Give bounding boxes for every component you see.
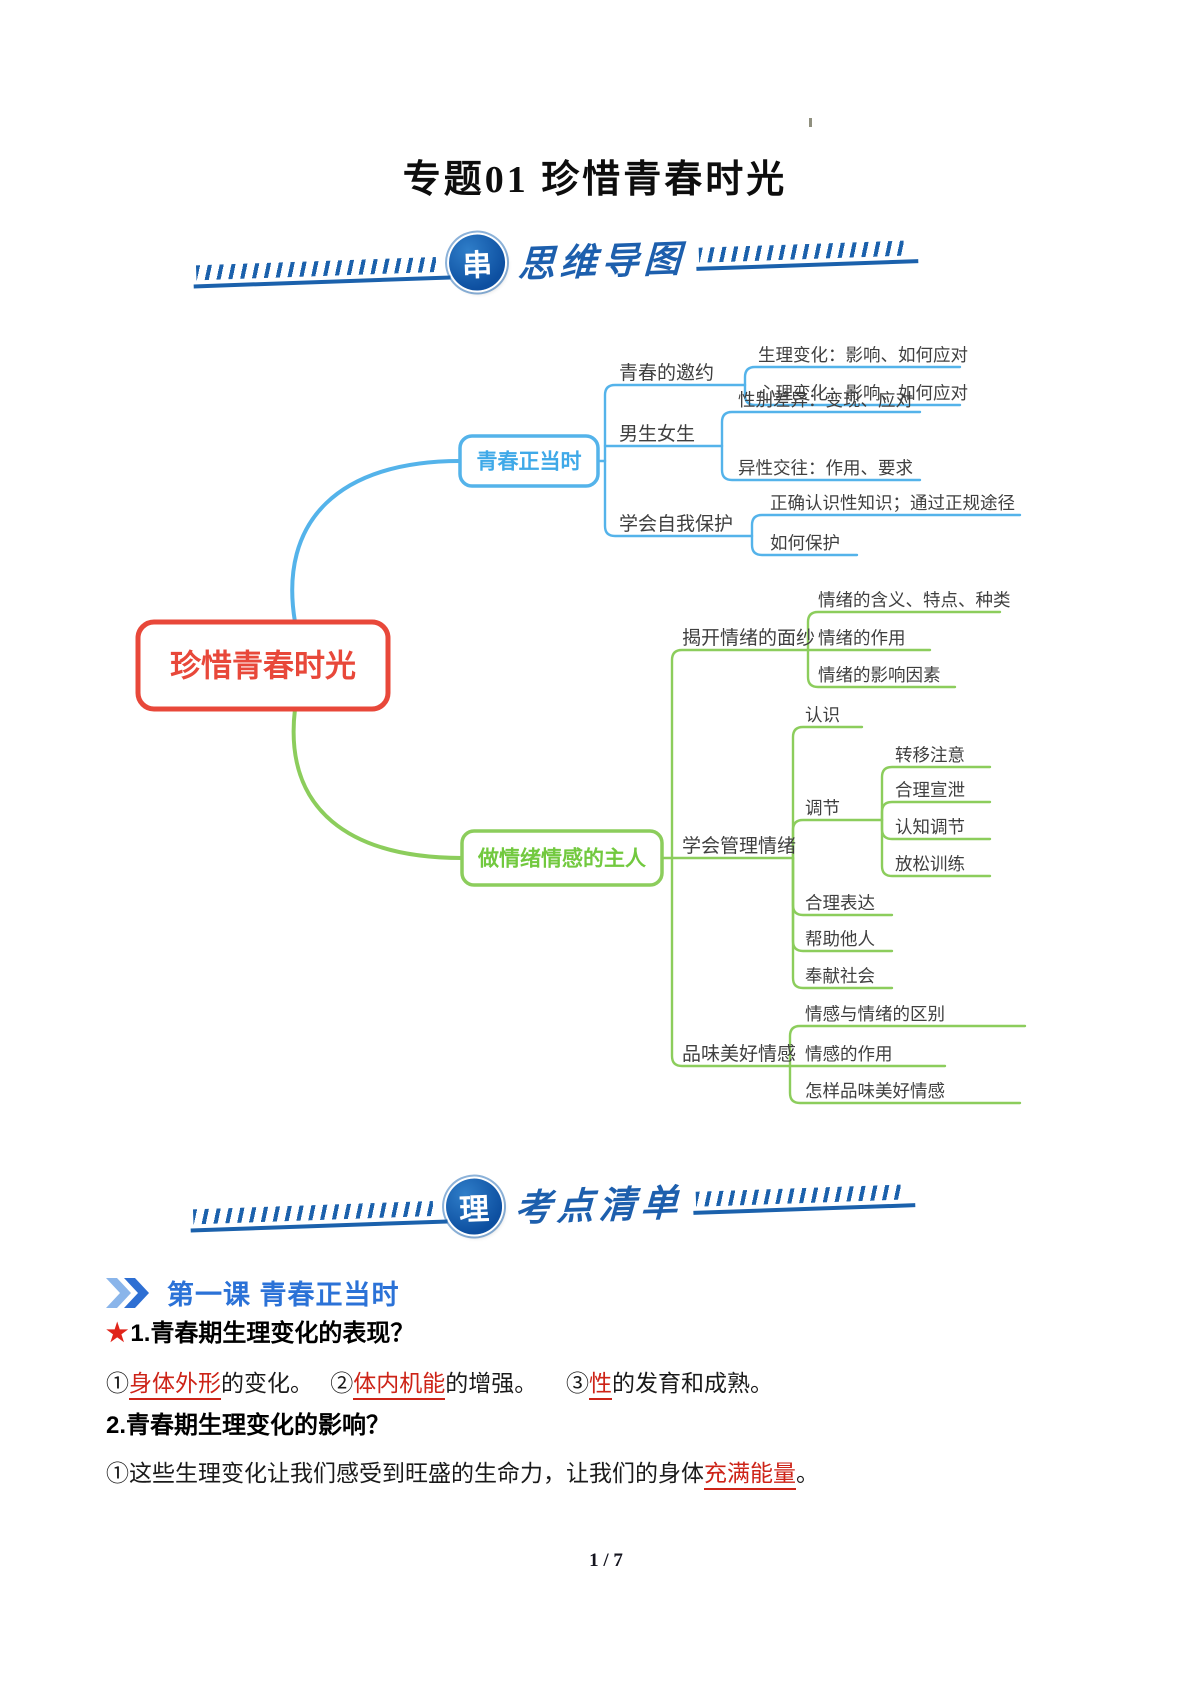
mindmap-topic: 情绪的含义、特点、种类 <box>818 590 1011 610</box>
answer-2: ①这些生理变化让我们感受到旺盛的生命力，让我们的身体充满能量。 <box>106 1460 1116 1490</box>
mindmap-connector <box>880 818 992 878</box>
mindmap-connector <box>791 818 884 860</box>
answer-1-text: ①身体外形的变化。 ②体内机能的增强。 ③性的发育和成熟。 <box>106 1371 773 1400</box>
mindmap-topic: 情绪的影响因素 <box>818 665 941 685</box>
mindmap-topic: 情绪的作用 <box>818 628 906 648</box>
mindmap-topic: 学会自我保护 <box>619 513 733 535</box>
mindmap-node-label-youth: 青春正当时 <box>477 449 582 473</box>
mindmap-topic: 生理变化：影响、如何应对 <box>758 345 968 365</box>
hatch-stripes-left <box>192 1200 434 1224</box>
mindmap-topic: 情感的作用 <box>805 1044 893 1064</box>
banner-title-mindmap: 思维导图 <box>517 239 687 287</box>
mindmap-connector <box>880 765 992 822</box>
artifact-speck <box>809 118 812 127</box>
text-run: 的发育和成熟。 <box>612 1371 773 1396</box>
key-term: 充满能量 <box>704 1461 796 1490</box>
text-run: 1.青春期生理变化的表现？ <box>130 1320 415 1347</box>
mindmap-topic: 调节 <box>805 798 840 818</box>
mindmap-topic: 学会管理情绪 <box>682 835 796 857</box>
mindmap-connector <box>720 410 922 448</box>
hatch-stripes-left <box>195 256 437 280</box>
mindmap-topic: 放松训练 <box>895 854 965 874</box>
mindmap-connector <box>788 1024 1027 1068</box>
mindmap-topic: 如何保护 <box>770 533 840 553</box>
mindmap-topic: 合理表达 <box>805 893 875 913</box>
mindmap-connector <box>603 459 754 538</box>
li-badge-icon: 理 <box>445 1177 504 1236</box>
text-run: 的增强。 ③ <box>445 1371 589 1396</box>
mindmap-connector <box>806 648 957 689</box>
mindmap-connector <box>743 365 962 387</box>
mindmap-topic: 揭开情绪的面纱 <box>682 627 815 649</box>
mindmap-connector <box>788 1064 1022 1105</box>
mindmap-connector <box>291 707 464 860</box>
double-chevron-icon <box>106 1277 149 1308</box>
mindmap-topic: 男生女生 <box>619 423 695 445</box>
mindmap-node-youth <box>458 434 600 488</box>
text-run: ①这些生理变化让我们感受到旺盛的生命力，让我们的身体 <box>106 1461 704 1486</box>
key-term: 身体外形 <box>129 1371 221 1400</box>
mindmap-topic: 认识 <box>805 705 840 725</box>
question-1-text: 1.青春期生理变化的表现？ <box>130 1320 414 1347</box>
lesson-title: 第一课 青春正当时 <box>167 1280 400 1310</box>
mindmap-topic: 性别差异：变现、应对 <box>738 390 913 410</box>
key-term: 体内机能 <box>353 1371 446 1400</box>
question-2: 2.青春期生理变化的影响？ <box>106 1411 1116 1441</box>
mindmap-topic: 品味美好情感 <box>682 1043 796 1065</box>
chuan-badge-icon: 串 <box>448 233 507 292</box>
mindmap-topic: 青春的邀约 <box>619 362 714 384</box>
page-number: 1 / 7 <box>589 1550 623 1571</box>
text-run: 的变化。 ② <box>221 1371 354 1396</box>
mindmap-connector <box>880 800 992 822</box>
mindmap-connector <box>670 648 810 860</box>
mindmap-connector <box>670 856 792 1068</box>
mindmap-node-label-root: 珍惜青春时光 <box>170 648 356 683</box>
mindmap-connector <box>750 513 1022 538</box>
question-1: ★1.青春期生理变化的表现？ <box>106 1318 1116 1349</box>
mindmap-topic: 奉献社会 <box>805 966 875 986</box>
mindmap-connector <box>720 444 922 482</box>
mindmap-topic: 怎样品味美好情感 <box>805 1081 945 1101</box>
star-icon: ★ <box>106 1319 129 1347</box>
mindmap-topic: 合理宣泄 <box>895 780 965 800</box>
mindmap-connector <box>603 383 747 463</box>
mindmap-connector <box>290 459 462 624</box>
mindmap-node-emotion <box>460 829 664 887</box>
mindmap-topic: 情感与情绪的区别 <box>805 1004 945 1024</box>
banner-title-checklist: 考点清单 <box>514 1183 684 1231</box>
answer-1: ①身体外形的变化。 ②体内机能的增强。 ③性的发育和成熟。 <box>106 1370 1116 1400</box>
mindmap-topic: 转移注意 <box>895 745 965 765</box>
mindmap-topic: 异性交往：作用、要求 <box>738 458 913 478</box>
mindmap-connector <box>791 856 894 990</box>
text-run: ① <box>106 1371 129 1396</box>
mindmap-topic: 认知调节 <box>895 817 965 837</box>
question-2-text: 2.青春期生理变化的影响？ <box>106 1412 390 1439</box>
hatch-stripes-right <box>695 1184 902 1207</box>
mindmap-node-label-emotion: 做情绪情感的主人 <box>477 846 646 870</box>
mindmap-node-root <box>135 619 391 712</box>
page-title: 专题01 珍惜青春时光 <box>402 159 788 201</box>
mindmap-connector <box>791 725 864 860</box>
mindmap-connector <box>750 534 859 557</box>
text-run: 。 <box>796 1461 819 1486</box>
lesson-heading: 第一课 青春正当时 <box>106 1273 400 1312</box>
text-run: 2.青春期生理变化的影响？ <box>106 1412 391 1439</box>
mindmap-topic: 正确认识性知识；通过正规途径 <box>770 493 1015 513</box>
mindmap-connector <box>743 383 962 407</box>
mindmap-connector <box>806 610 1002 652</box>
mindmap-topic: 帮助他人 <box>805 929 875 949</box>
mindmap-topic: 心理变化：影响、如何应对 <box>758 383 968 403</box>
key-term: 性 <box>589 1371 612 1400</box>
hatch-stripes-right <box>698 240 905 263</box>
answer-2-text: ①这些生理变化让我们感受到旺盛的生命力，让我们的身体充满能量。 <box>106 1461 819 1490</box>
